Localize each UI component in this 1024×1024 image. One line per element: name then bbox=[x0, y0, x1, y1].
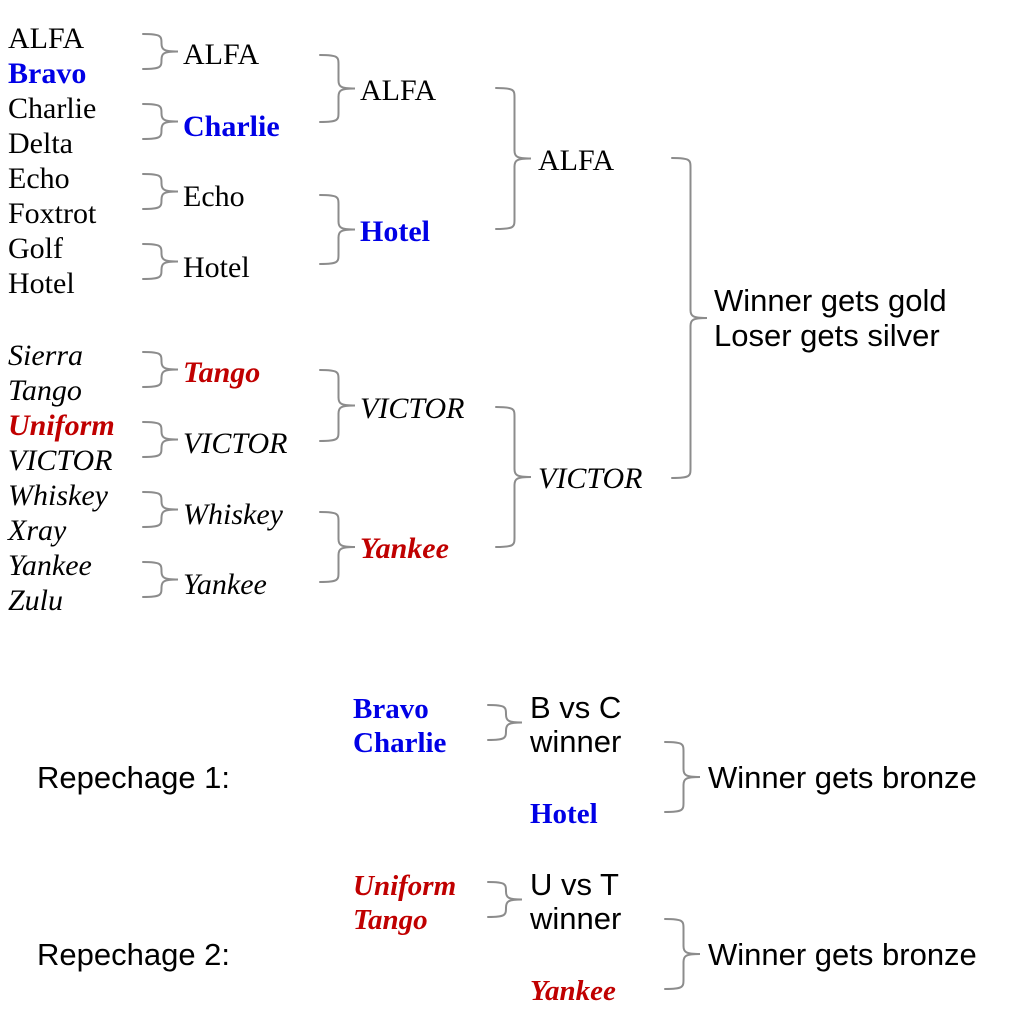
repechage-opponent: Hotel bbox=[530, 798, 598, 830]
final-result-gold: Winner gets gold bbox=[714, 283, 947, 318]
round2-winner: Tango bbox=[183, 356, 260, 389]
brace-round2 bbox=[319, 369, 356, 442]
repechage-competitor: Bravo bbox=[353, 693, 429, 725]
round1-competitor: Sierra bbox=[8, 339, 83, 372]
repechage-pair-result: winner bbox=[529, 901, 621, 936]
repechage-competitor: Tango bbox=[353, 904, 428, 936]
round3-winner: ALFA bbox=[360, 74, 436, 107]
round1-competitor: Echo bbox=[8, 162, 70, 195]
brace-round3 bbox=[495, 87, 532, 230]
round1-competitor: Hotel bbox=[8, 267, 75, 300]
repechage-pair-result: winner bbox=[529, 724, 621, 759]
brace-connectors bbox=[142, 33, 708, 990]
repechage-competitor: Charlie bbox=[353, 727, 447, 759]
round1-competitor: VICTOR bbox=[8, 444, 112, 477]
round2-winner: Echo bbox=[183, 180, 245, 213]
brace-round3 bbox=[495, 406, 532, 548]
round3-winner: Yankee bbox=[360, 532, 449, 565]
brace-round2 bbox=[319, 194, 356, 265]
round1-competitor: Foxtrot bbox=[8, 197, 97, 230]
brace-repechage-final bbox=[664, 741, 701, 813]
brace-round1 bbox=[142, 351, 179, 388]
round1-competitor: Uniform bbox=[8, 409, 115, 442]
repechage-competitor: Uniform bbox=[353, 870, 456, 902]
brace-round2 bbox=[319, 511, 356, 583]
brace-final bbox=[671, 157, 708, 479]
round1-competitor: Zulu bbox=[8, 584, 63, 617]
brace-round2 bbox=[319, 54, 356, 123]
brace-round1 bbox=[142, 33, 179, 70]
repechage-pair-result: U vs T bbox=[530, 867, 619, 902]
round2-winner: Whiskey bbox=[183, 498, 284, 531]
repechage-opponent: Yankee bbox=[530, 975, 616, 1007]
round3-winner: Hotel bbox=[360, 215, 430, 248]
brace-round1 bbox=[142, 561, 179, 598]
final-result-silver: Loser gets silver bbox=[714, 318, 940, 353]
round1-competitor: Whiskey bbox=[8, 479, 109, 512]
repechage-label: Repechage 1: bbox=[37, 760, 230, 795]
brace-repechage-pair bbox=[487, 704, 523, 741]
round1-competitor: Charlie bbox=[8, 92, 96, 125]
brace-round1 bbox=[142, 103, 179, 140]
brace-round1 bbox=[142, 491, 179, 528]
brace-round1 bbox=[142, 173, 179, 210]
round3-winner: VICTOR bbox=[360, 392, 464, 425]
semifinal-winner: VICTOR bbox=[538, 462, 642, 495]
round1-competitor: Golf bbox=[8, 232, 63, 265]
round2-winner: ALFA bbox=[183, 38, 259, 71]
round2-winner: Hotel bbox=[183, 251, 250, 284]
bracket-labels: ALFABravoCharlieDeltaEchoFoxtrotGolfHote… bbox=[7, 22, 977, 1007]
brace-repechage-final bbox=[664, 918, 701, 990]
round1-competitor: ALFA bbox=[8, 22, 84, 55]
repechage-label: Repechage 2: bbox=[37, 937, 230, 972]
round1-competitor: Yankee bbox=[8, 549, 92, 582]
semifinal-winner: ALFA bbox=[538, 144, 614, 177]
round2-winner: Yankee bbox=[183, 568, 267, 601]
brace-round1 bbox=[142, 421, 179, 458]
round1-competitor: Delta bbox=[8, 127, 73, 160]
round1-competitor: Xray bbox=[7, 514, 67, 547]
repechage-result: Winner gets bronze bbox=[708, 760, 977, 795]
round1-competitor: Bravo bbox=[8, 57, 86, 90]
round1-competitor: Tango bbox=[8, 374, 82, 407]
brace-repechage-pair bbox=[487, 881, 523, 918]
brace-round1 bbox=[142, 243, 179, 280]
round2-winner: VICTOR bbox=[183, 427, 287, 460]
repechage-pair-result: B vs C bbox=[530, 690, 621, 725]
round2-winner: Charlie bbox=[183, 110, 280, 143]
repechage-result: Winner gets bronze bbox=[708, 937, 977, 972]
